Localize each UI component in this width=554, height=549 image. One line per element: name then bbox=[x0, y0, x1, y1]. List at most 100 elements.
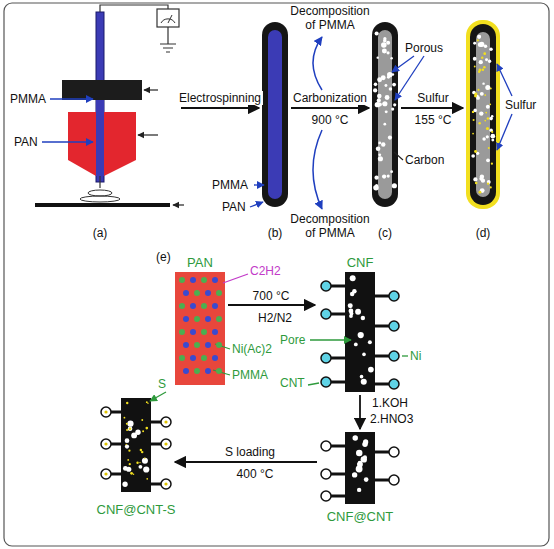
part-label: Porous bbox=[405, 41, 443, 55]
core-needle bbox=[96, 100, 104, 176]
pore bbox=[357, 462, 363, 468]
jet-whip bbox=[88, 190, 112, 196]
sulfur-particle bbox=[488, 147, 490, 149]
precursor-particle bbox=[183, 316, 189, 322]
cnt-group bbox=[321, 281, 399, 389]
arrow-label: Carbonization bbox=[291, 91, 369, 105]
carbon-nanotube bbox=[375, 479, 389, 482]
pore bbox=[358, 332, 364, 338]
sulfur-particle bbox=[129, 427, 132, 430]
sulfur-particle bbox=[474, 92, 477, 95]
pore bbox=[377, 94, 382, 99]
carbon-nanofiber bbox=[345, 432, 375, 504]
apparatus-panel: (a) bbox=[28, 12, 178, 212]
jet bbox=[99, 176, 100, 188]
process-arrow bbox=[181, 107, 259, 109]
leader-line bbox=[310, 339, 351, 340]
pore bbox=[390, 57, 393, 60]
sulfur-particle bbox=[485, 112, 487, 114]
pore bbox=[382, 102, 385, 105]
precursor-particle bbox=[201, 355, 207, 361]
sulfur-particle bbox=[136, 462, 138, 464]
sulfur-particle bbox=[130, 472, 133, 475]
fiber-stage: CNF@CNT-S bbox=[100, 398, 172, 492]
carbon-shell bbox=[372, 22, 398, 207]
sulfur-particle bbox=[164, 420, 167, 423]
carbon-nanotube bbox=[331, 473, 345, 476]
carbon-nanotube bbox=[111, 411, 121, 414]
nanotube-cap bbox=[321, 469, 331, 479]
pore bbox=[384, 84, 387, 87]
sulfur-particle bbox=[474, 150, 477, 153]
part-label: PMMA bbox=[232, 368, 268, 382]
nanotube-cap bbox=[389, 351, 399, 361]
pore bbox=[350, 275, 356, 281]
inlet-arrow bbox=[144, 89, 158, 90]
pore bbox=[378, 156, 383, 161]
pore bbox=[360, 375, 364, 379]
sulfur-particle bbox=[477, 89, 479, 91]
pore bbox=[393, 103, 396, 106]
sulfur-particle bbox=[472, 111, 474, 113]
nanotube-cap bbox=[101, 469, 111, 479]
precursor-particle bbox=[194, 290, 200, 296]
pore bbox=[387, 72, 392, 77]
precursor-particle bbox=[201, 329, 207, 335]
sulfur-in-cap bbox=[104, 410, 167, 485]
pore bbox=[352, 435, 369, 492]
pore bbox=[383, 39, 387, 43]
pore bbox=[122, 482, 127, 487]
sulfur-particle bbox=[481, 56, 483, 58]
pore bbox=[479, 42, 484, 47]
sulfur-particle bbox=[490, 186, 492, 188]
pore bbox=[376, 146, 381, 151]
pan-matrix bbox=[175, 272, 225, 385]
sulfur-particle bbox=[484, 120, 486, 122]
leader-line bbox=[42, 141, 93, 142]
precursor-particle bbox=[183, 368, 189, 374]
sulfur-particle bbox=[146, 401, 148, 403]
sulfur-particle bbox=[472, 39, 493, 193]
pore bbox=[486, 105, 490, 109]
carbon-nanotube bbox=[375, 295, 389, 298]
sulfur-particle bbox=[104, 472, 107, 475]
carbon-shell bbox=[470, 24, 496, 205]
leader-line bbox=[497, 114, 512, 150]
collector-plate bbox=[35, 203, 170, 207]
pore bbox=[142, 458, 148, 464]
pore bbox=[363, 439, 368, 444]
pore bbox=[391, 108, 394, 111]
pmma-core bbox=[268, 30, 282, 199]
precursor-particle bbox=[194, 316, 200, 322]
sulfur-particle bbox=[128, 450, 130, 452]
part-label: Ni(Ac)2 bbox=[232, 342, 272, 356]
pore bbox=[128, 426, 133, 431]
sulfur-particle bbox=[486, 127, 489, 130]
pore bbox=[378, 153, 381, 156]
fiber-panel: (c) bbox=[372, 22, 398, 207]
pore bbox=[473, 42, 476, 45]
stage-heading: (a) bbox=[93, 226, 108, 240]
pore bbox=[383, 123, 386, 126]
part-label: PMMA bbox=[212, 178, 248, 192]
nanotube-cap bbox=[321, 309, 331, 319]
carbon-nanotube bbox=[111, 473, 121, 476]
precursor-particle bbox=[179, 355, 185, 361]
fiber-panel: (b) bbox=[262, 22, 288, 207]
sulfur-particle bbox=[104, 410, 107, 413]
leader-line bbox=[308, 383, 319, 385]
pore bbox=[363, 455, 367, 459]
part-label: CNT bbox=[280, 376, 305, 390]
stage-heading: CNF@CNT bbox=[327, 510, 394, 524]
nanotube-cap bbox=[389, 447, 399, 457]
sulfur-particle bbox=[146, 478, 148, 480]
sulfur-particle bbox=[104, 442, 107, 445]
part-label: PAN bbox=[222, 200, 246, 214]
pore bbox=[480, 92, 484, 96]
carbon-nanotube bbox=[111, 443, 121, 446]
process-arrow bbox=[175, 461, 317, 463]
precursor-particle bbox=[212, 303, 218, 309]
pore bbox=[392, 183, 397, 188]
pore bbox=[387, 175, 390, 178]
